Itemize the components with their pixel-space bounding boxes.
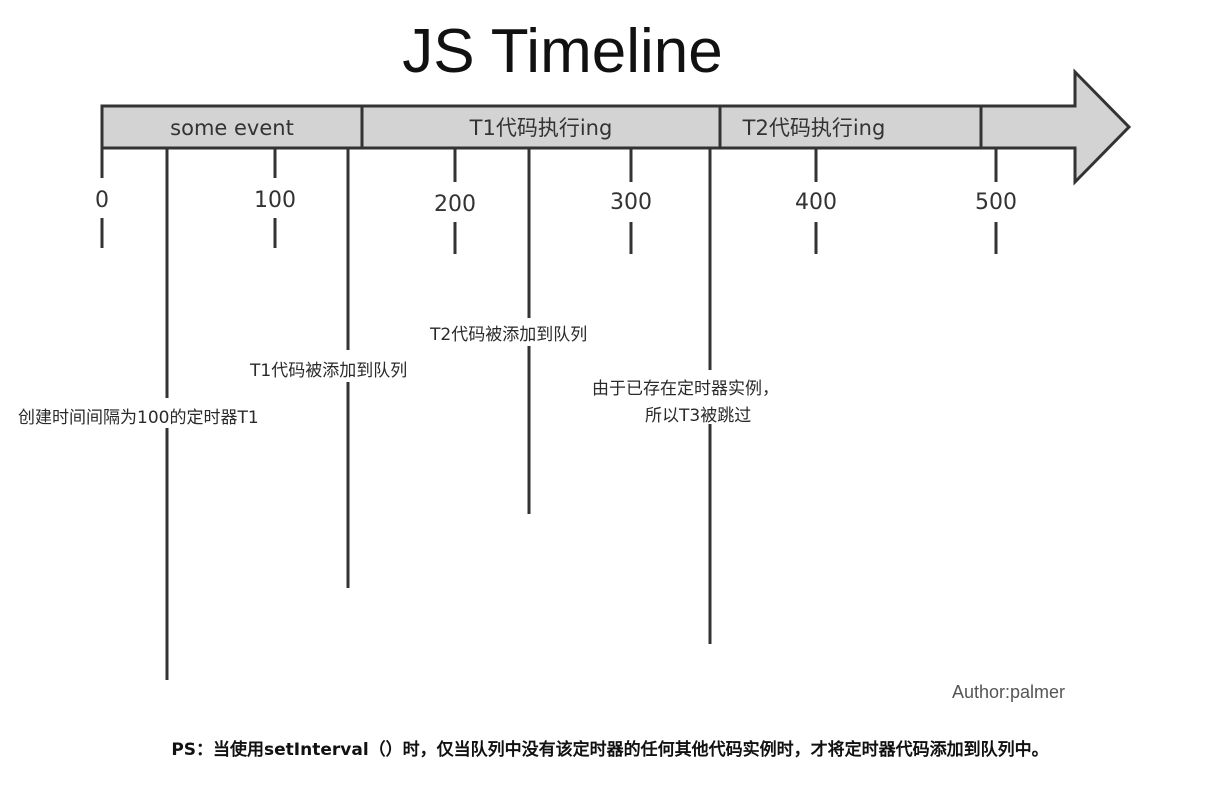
tick-label-100: 100 — [254, 188, 296, 213]
tick-marks — [100, 148, 998, 254]
segment-label-t2-executing: T2代码执行ing — [742, 116, 886, 140]
note-t3-skipped-line1: 由于已存在定时器实例， — [592, 379, 779, 399]
tick-label-0: 0 — [95, 188, 109, 213]
note-create-timer: 创建时间间隔为100的定时器T1 — [18, 408, 259, 428]
segment-label-t1-executing: T1代码执行ing — [469, 116, 613, 140]
note-t1-added: T1代码被添加到队列 — [250, 361, 408, 381]
event-lines — [165, 148, 712, 680]
author-credit: Author:palmer — [952, 682, 1066, 702]
diagram-title: JS Timeline — [402, 17, 723, 86]
segment-label-some-event: some event — [170, 116, 294, 140]
note-t3-skipped-line2: 所以T3被跳过 — [645, 406, 752, 426]
tick-label-500: 500 — [975, 190, 1017, 215]
tick-label-200: 200 — [434, 192, 476, 217]
ps-footnote: PS：当使用setInterval（）时，仅当队列中没有该定时器的任何其他代码实… — [171, 740, 1049, 760]
tick-label-300: 300 — [610, 190, 652, 215]
tick-label-400: 400 — [795, 190, 837, 215]
timeline-arrow — [100, 68, 1132, 186]
note-t2-added: T2代码被添加到队列 — [430, 325, 588, 345]
